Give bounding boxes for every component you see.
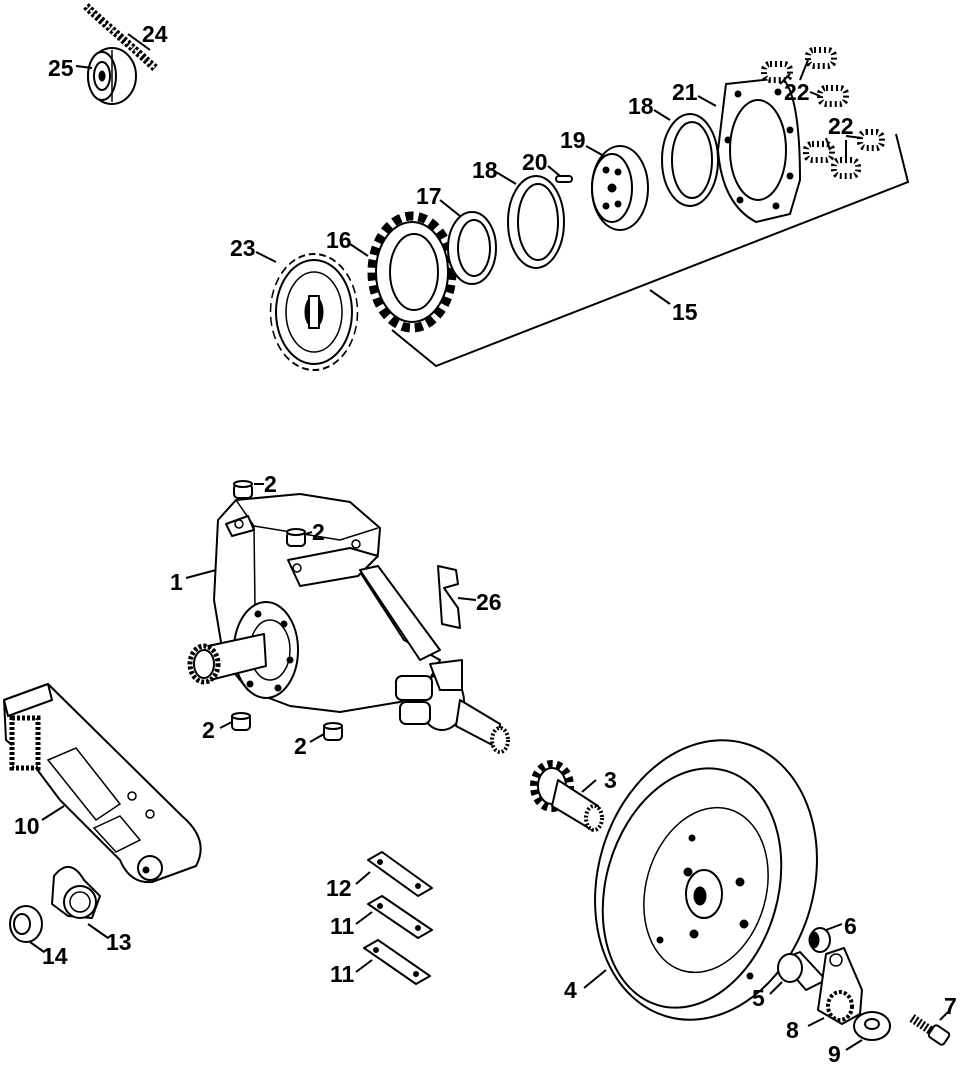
callout-2-lower-left: 2 [202, 717, 215, 743]
callout-6: 6 [844, 913, 857, 939]
part-23-sprocket [269, 253, 359, 371]
callout-2-top: 2 [264, 471, 277, 497]
callout-2-upper-mid: 2 [312, 519, 325, 545]
part-8-lever [817, 947, 863, 1025]
callout-10: 10 [14, 813, 40, 839]
part-22-springs [761, 47, 885, 179]
part-2-plug [286, 528, 306, 547]
part-4-drive-wheel [594, 739, 818, 1021]
callout-labels: 24 25 23 16 17 18 20 19 18 21 22 22 15 2… [14, 21, 957, 1067]
part-14-bearing [9, 905, 43, 943]
callout-15: 15 [672, 299, 698, 325]
callout-17: 17 [416, 183, 442, 209]
callout-1: 1 [170, 569, 183, 595]
callout-18-left: 18 [472, 157, 498, 183]
callout-11-lower: 11 [330, 961, 355, 987]
part-3-gear-shaft [530, 760, 604, 832]
part-2-plug [231, 712, 251, 731]
part-12-plate [367, 851, 433, 897]
part-16-sprocket-ring [367, 211, 457, 333]
part-2-plugs [231, 480, 343, 741]
part-24-roller-chain [83, 3, 158, 71]
callout-4: 4 [564, 977, 577, 1003]
callout-19: 19 [560, 127, 586, 153]
part-15-assembly-bracket [391, 133, 910, 368]
callout-3: 3 [604, 767, 617, 793]
part-18-friction-disc-right [661, 113, 719, 207]
callout-12: 12 [326, 875, 352, 901]
part-10-torque-arm [3, 683, 202, 884]
callout-16: 16 [326, 227, 352, 253]
part-1-gearbox-housing [187, 493, 510, 754]
part-11-plate-lower [363, 939, 431, 985]
callout-18-right: 18 [628, 93, 654, 119]
callout-14: 14 [42, 943, 68, 969]
part-2-plug [233, 480, 253, 499]
callout-26: 26 [476, 589, 502, 615]
callout-25: 25 [48, 55, 74, 81]
callout-24: 24 [142, 21, 168, 47]
part-2-plug [323, 722, 343, 741]
part-21-plate [717, 77, 801, 223]
callout-23: 23 [230, 235, 256, 261]
callout-8: 8 [786, 1017, 799, 1043]
part-19-hub [591, 145, 649, 231]
leader-lines [29, 33, 949, 1051]
part-9-washer [853, 1011, 891, 1041]
callout-22-upper: 22 [784, 79, 810, 105]
callout-9: 9 [828, 1041, 841, 1067]
part-7-bolt [909, 1014, 951, 1046]
callout-22-lower: 22 [828, 113, 854, 139]
part-5-sleeve [777, 951, 827, 991]
callout-20: 20 [522, 149, 548, 175]
part-26-shim [437, 565, 461, 629]
part-17-ring [447, 211, 497, 285]
callout-5: 5 [752, 985, 765, 1011]
callout-11-upper: 11 [330, 913, 355, 939]
part-18-friction-disc-left [507, 175, 565, 269]
callout-2-lower-right: 2 [294, 733, 307, 759]
part-11-plate-upper [367, 895, 433, 939]
callout-13: 13 [106, 929, 132, 955]
callout-7: 7 [944, 993, 957, 1019]
part-25-pulley [87, 47, 137, 105]
part-6-bushing [808, 927, 831, 953]
part-13-bushing-housing [51, 866, 101, 919]
callout-21: 21 [672, 79, 698, 105]
part-20-pin [555, 175, 573, 183]
